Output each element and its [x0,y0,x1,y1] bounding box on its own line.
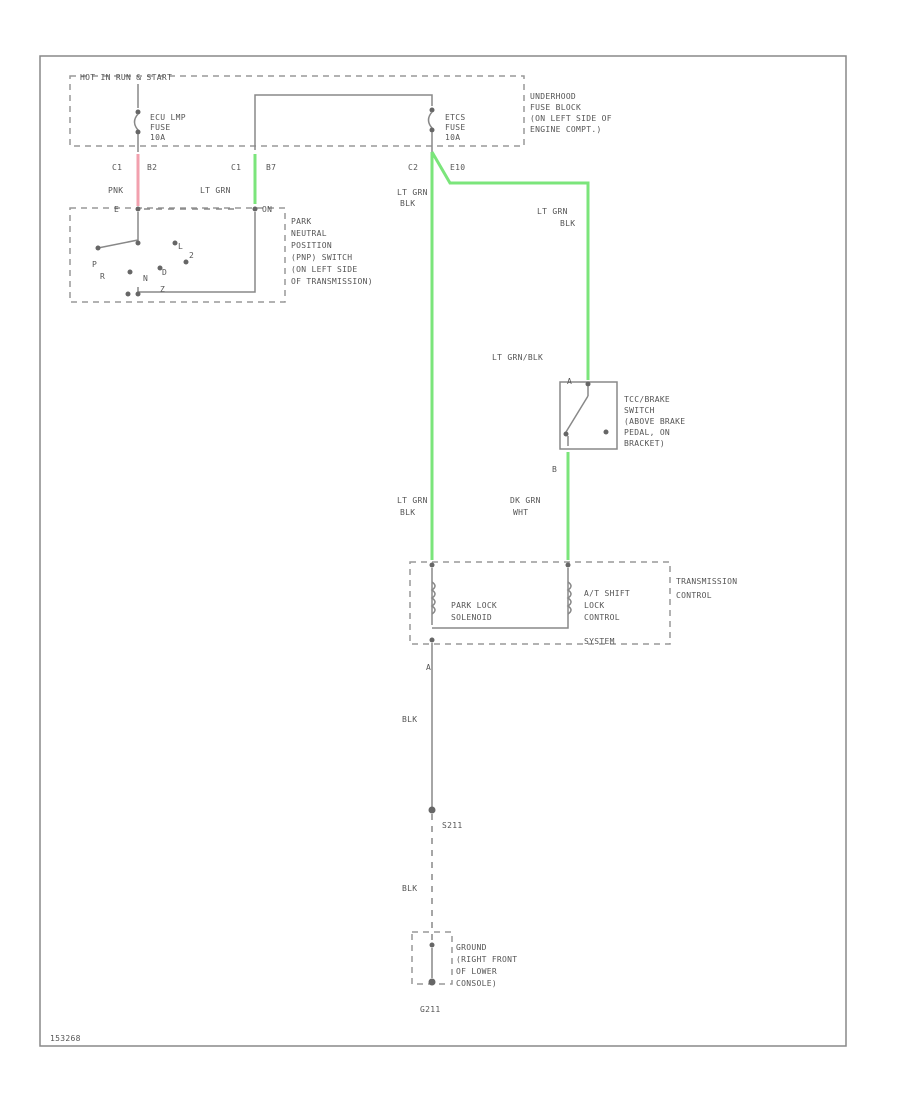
tcc-pin-b: B [552,465,557,474]
pnp-label-3: POSITION [291,241,332,250]
tcc-label-5: BRACKET) [624,439,665,448]
transmission-control-label-1: TRANSMISSION [676,577,737,586]
pnk-wire-label: PNK [108,186,123,195]
tcc-label-1: TCC/BRAKE [624,395,670,404]
ground-label-2: (RIGHT FRONT [456,955,517,964]
right-fuse-terminal-bottom [429,127,435,133]
tcc-wire-label: LT GRN/BLK [492,353,543,362]
left-fuse-rating: 10A [150,133,165,142]
ground-label-3: OF LOWER [456,967,497,976]
underhood-fuse-block-outline [69,75,525,147]
pnp-pin-e: E [114,205,119,214]
fuse-block-label-1: UNDERHOOD [530,92,576,101]
transmission-pin-a: A [426,663,431,672]
fuse-block-label-2: FUSE BLOCK [530,103,581,112]
pnp-label-2: NEUTRAL [291,229,327,238]
pnp-label-5: (ON LEFT SIDE [291,265,358,274]
blk-wire-1-label: BLK [402,715,417,724]
fuse-bus [254,94,433,150]
figure-id: 153268 [50,1034,81,1043]
diagram-frame [39,55,847,1047]
ground-label-4: CONSOLE) [456,979,497,988]
tcc-pin-a: A [567,377,572,386]
ground-id: G211 [420,1005,440,1014]
pnp-label-4: (PNP) SWITCH [291,253,352,262]
shift-lock-label-1: A/T SHIFT [584,589,630,598]
pnp-switch-arm [97,212,139,249]
transmission-control-outline [409,561,671,645]
pnp-position-p: P [92,260,97,269]
tcc-label-4: PEDAL, ON [624,428,670,437]
lower-wire-label-2: BLK [400,508,415,517]
blk-wire-2-label: BLK [402,884,417,893]
pnp-position-l: L [178,242,183,251]
transmission-internal-link [432,568,569,629]
shift-lock-label-3: CONTROL [584,613,620,622]
ground-label-1: GROUND [456,943,487,952]
dk-grn-wht-label-1: DK GRN [510,496,541,505]
right-fuse-terminal-top [429,107,435,113]
branch-wire-label-2: BLK [560,219,575,228]
pnp-label-6: OF TRANSMISSION) [291,277,373,286]
lt-grn-wire-label: LT GRN [200,186,231,195]
right-fuse-name: ETCS [445,113,465,122]
left-fuse-terminal-bottom [135,129,141,135]
tcc-switch-arm [565,395,589,433]
left-fuse-word: FUSE [150,123,170,132]
pnp-pin-z: Z [160,285,165,294]
pnp-switch-outline [69,207,286,303]
left-fuse-name: ECU LMP [150,113,186,122]
tcc-label-3: (ABOVE BRAKE [624,417,685,426]
right-fuse-word: FUSE [445,123,465,132]
right-fuse-rating: 10A [445,133,460,142]
lower-wire-label-1: LT GRN [397,496,428,505]
connector-e10: E10 [450,163,465,172]
pnp-position-r: R [100,272,105,281]
transmission-control-label-2: CONTROL [676,591,712,600]
fuse-block-label-4: ENGINE COMPT.) [530,125,602,134]
branch-wire-label-1: LT GRN [537,207,568,216]
shift-lock-label-4: SYSTEM [584,637,615,646]
main-wire-label-1: LT GRN [397,188,428,197]
splice-label: S211 [442,821,462,830]
fuse-block-label-3: (ON LEFT SIDE OF [530,114,612,123]
left-fuse-element [133,113,139,131]
park-lock-label-1: PARK LOCK [451,601,497,610]
pnp-position-2: 2 [189,251,194,260]
connector-b2: B2 [147,163,157,172]
pnp-label-1: PARK [291,217,311,226]
connector-b7: B7 [266,163,276,172]
pnp-position-n: N [143,274,148,283]
ground-g211-point [428,978,436,986]
hot-in-run-label: HOT IN RUN & START [80,73,172,82]
right-fuse-element [427,111,433,129]
connector-c1-right: C1 [231,163,241,172]
pnp-return-path [137,212,256,293]
main-wire-label-2: BLK [400,199,415,208]
tcc-label-2: SWITCH [624,406,655,415]
left-fuse-terminal-top [135,109,141,115]
splice-s211 [428,806,436,814]
pnp-pin-on: ON [262,205,272,214]
park-lock-solenoid-coil [430,581,436,615]
lt-grn-blk-branch-wire [430,151,590,380]
connector-c2: C2 [408,163,418,172]
connector-c1-left: C1 [112,163,122,172]
shift-lock-label-2: LOCK [584,601,604,610]
park-lock-label-2: SOLENOID [451,613,492,622]
dk-grn-wht-label-2: WHT [513,508,528,517]
pnp-position-d: D [162,268,167,277]
